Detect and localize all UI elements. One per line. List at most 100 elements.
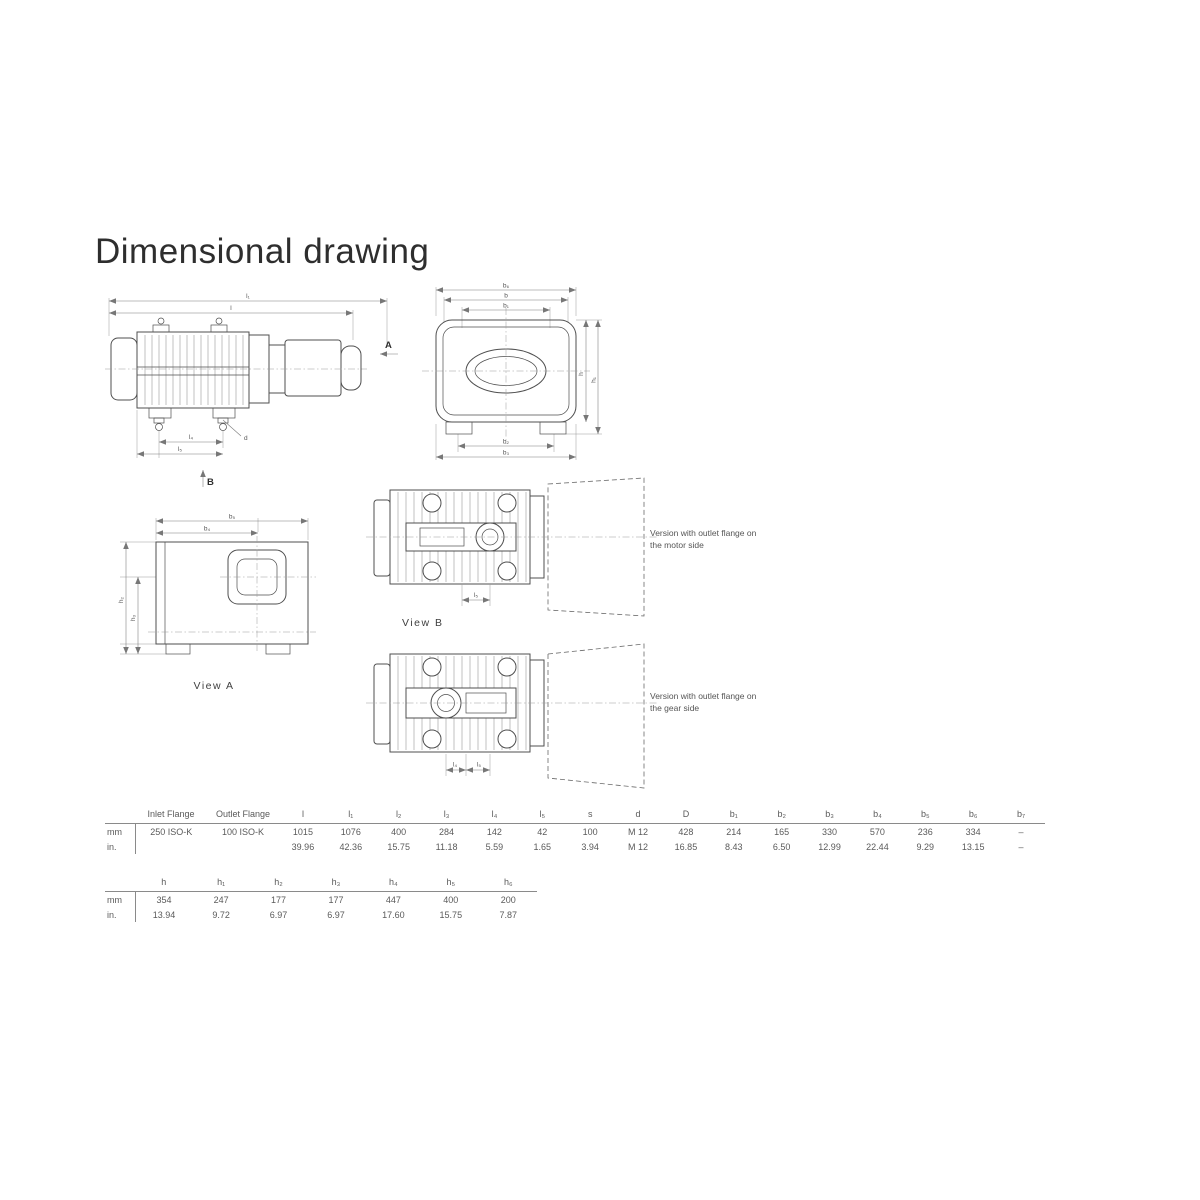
table-cell: 247 [213, 895, 229, 905]
table-cell: 214 [726, 827, 742, 837]
dim-label-b1: b₁ [503, 303, 510, 310]
table-cell: 177 [271, 895, 287, 905]
dim-label-l4: l₄ [453, 762, 457, 769]
table-cell: 1.65 [533, 842, 552, 852]
dim-label-b6: b₆ [503, 283, 510, 290]
end-view-drawing: b₆ b b₁ h h₁ b₂ b₃ [422, 283, 602, 460]
table-cell: 17.60 [382, 910, 405, 920]
table-cell [135, 839, 207, 854]
dim-label-l: l [230, 305, 232, 312]
table-cell: M 12 [628, 842, 649, 852]
column-header: l₄ [470, 806, 519, 824]
view-b-caption: View B [402, 617, 444, 629]
gear-side-outline [366, 643, 658, 789]
column-header: b₂ [757, 806, 806, 824]
table-cell: 6.50 [772, 842, 791, 852]
note-line: the motor side [650, 540, 704, 550]
bearing-cover [497, 561, 517, 581]
dim-label-b5: b₅ [229, 514, 236, 521]
unit-label: in. [105, 907, 136, 922]
column-header: h₃ [307, 874, 365, 892]
table-cell: 100 ISO-K [221, 827, 265, 837]
dim-label-l5: l₅ [474, 592, 478, 599]
unit-column-header [105, 874, 135, 892]
table-cell: 570 [869, 827, 885, 837]
dim-label-h2: h₂ [118, 596, 125, 603]
table-cell: 9.72 [212, 910, 230, 920]
table-cell: 284 [439, 827, 455, 837]
gear-side-version-drawing: l₄ l₅ [366, 643, 658, 789]
column-header: b₁ [709, 806, 758, 824]
table-cell: 1015 [292, 827, 313, 837]
column-header: l₃ [422, 806, 471, 824]
table-cell: 13.94 [152, 910, 176, 920]
table-cell: 5.59 [485, 842, 504, 852]
view-arrow-a-label: A [385, 340, 392, 351]
column-header: b₅ [901, 806, 950, 824]
view-b-drawing: l₅ View B [366, 477, 658, 629]
unit-column-header [105, 806, 135, 824]
page-title: Dimensional drawing [95, 232, 430, 271]
table-cell: 42 [537, 827, 548, 837]
dim-label-d: d [244, 435, 248, 442]
bearing-cover [497, 657, 517, 677]
table-cell: 16.85 [674, 842, 698, 852]
dim-label-b2: b₂ [503, 439, 510, 446]
dim-label-h1: h₁ [591, 376, 598, 383]
table-cell: 6.97 [269, 910, 288, 920]
dim-label-h3: h₃ [130, 615, 137, 622]
table-cell: 11.18 [435, 842, 458, 852]
bearing-cover [497, 729, 517, 749]
column-header: d [614, 806, 662, 824]
bearing-cover [422, 493, 442, 513]
table-cell: 330 [822, 827, 838, 837]
column-header: l [279, 806, 327, 824]
motor-dashed-outline [547, 477, 645, 617]
column-header: h [135, 874, 193, 892]
table-cell: 100 [582, 827, 598, 837]
column-header: Inlet Flange [135, 806, 207, 824]
table-cell: 12.99 [818, 842, 841, 852]
column-header: h₄ [364, 874, 423, 892]
table-cell: – [1018, 842, 1024, 852]
table-cell: 8.43 [725, 842, 743, 852]
table-cell: 177 [328, 895, 344, 905]
column-header: l₁ [326, 806, 375, 824]
table-cell: 400 [443, 895, 459, 905]
table-cell: 354 [156, 895, 172, 905]
dim-label-l5: l₅ [178, 446, 182, 453]
table-cell: 400 [391, 827, 407, 837]
dim-label-b3: b₃ [503, 450, 510, 457]
dim-label-l5: l₅ [477, 762, 481, 769]
bearing-cover [497, 493, 517, 513]
bearing-cover [422, 657, 442, 677]
view-arrow-b-label: B [207, 477, 214, 488]
view-b-outline [366, 477, 658, 617]
side-view-drawing: l₁ l l₄ l₅ d A B [105, 293, 398, 488]
table-cell: 1076 [340, 827, 361, 837]
column-header: s [566, 806, 615, 824]
dim-label-l1: l₁ [246, 293, 250, 300]
bearing-cover [422, 561, 442, 581]
table-cell: 15.75 [387, 842, 410, 852]
dim-label-h: h [578, 372, 585, 376]
pump-side-outline [105, 317, 367, 431]
table-cell: 39.96 [291, 842, 315, 852]
table-cell [207, 839, 279, 854]
table-cell: 13.15 [961, 842, 985, 852]
motor-dashed-outline [547, 643, 645, 789]
motor-outline [284, 339, 342, 397]
column-header: h₅ [422, 874, 480, 892]
column-header: h₁ [192, 874, 250, 892]
table-cell: 6.97 [327, 910, 345, 920]
table-cell: 250 ISO-K [150, 827, 193, 837]
table-cell: 3.94 [581, 842, 599, 852]
table-cell: 15.75 [439, 910, 463, 920]
view-a-drawing: b₅ b₄ h₂ h₃ View A [118, 514, 316, 692]
column-header: h₂ [249, 874, 308, 892]
table-cell: 236 [917, 827, 933, 837]
